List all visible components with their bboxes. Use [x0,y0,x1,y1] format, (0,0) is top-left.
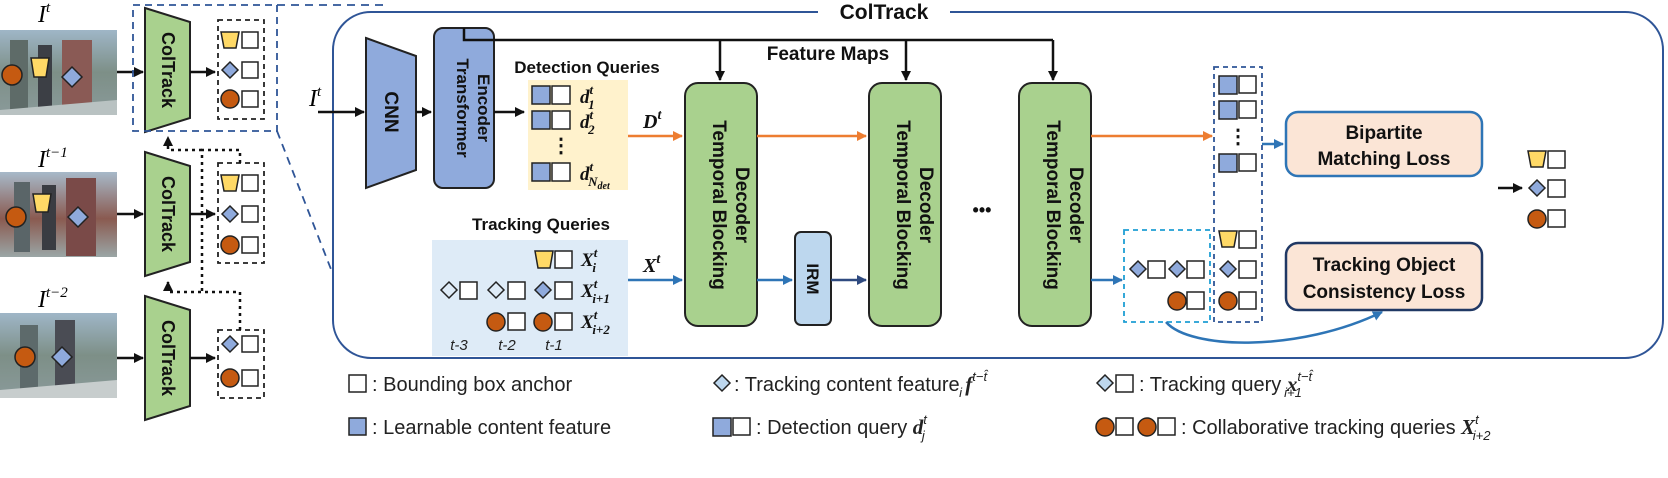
svg-text:: Detection query dtj: : Detection query dtj [756,412,928,443]
decoder-ellipsis: ••• [973,200,992,220]
cnn-block: CNN [365,36,417,190]
frame-image-t-2 [0,313,117,398]
svg-text:: Learnable content feature: : Learnable content feature [372,417,611,439]
zoom-highlight-box [132,4,278,132]
frame-image-t [0,30,117,115]
frame-label-t: It [37,0,51,28]
svg-text:Bipartite: Bipartite [1345,123,1422,144]
svg-text:: Bounding box anchor: : Bounding box anchor [372,374,572,396]
svg-text:Xti+2: Xti+2 [580,307,610,337]
frame-image-t-1 [0,172,117,257]
zoom-line-bottom [276,130,344,301]
output-queries-t-2 [217,329,265,399]
temporal-blocking-decoder-3: Temporal Blocking Decoder [1018,82,1092,327]
svg-text:Consistency Loss: Consistency Loss [1303,282,1466,303]
frame-label-t-1: It−1 [37,145,68,173]
X-label: Xt [642,252,661,277]
legend-tracking-content: : Tracking content feature ft−t̂i [712,369,989,400]
svg-text:: Tracking query xt−t̂i+1: : Tracking query xt−t̂i+1 [1139,369,1314,400]
svg-text:Tracking Object: Tracking Object [1313,255,1456,276]
feature-map-bus [462,28,1053,42]
svg-text:Temporal Blocking: Temporal Blocking [708,120,729,290]
main-title: ColTrack [840,1,929,24]
svg-text:dt1: dt1 [580,82,595,112]
temporal-blocking-decoder-2: Temporal Blocking Decoder [868,82,942,327]
tracking-queries-title: Tracking Queries [472,215,610,234]
bipartite-matching-loss-box: Bipartite Matching Loss [1284,110,1484,178]
feedback-t-1-up [200,148,242,292]
time-label-t-3: t-3 [450,337,468,354]
transformer-encoder-block: Transformer Encoder [433,27,495,189]
time-label-t-2: t-2 [498,337,516,354]
coltrack-module-t-2: ColTrack [144,294,191,422]
detection-queries-vdots: ⋮ [551,135,571,157]
svg-text:Xti+1: Xti+1 [580,276,610,306]
svg-text:: Tracking content feature ft−: : Tracking content feature ft−t̂i [734,369,989,400]
coltrack-module-t: ColTrack [144,6,191,134]
svg-text:CNN: CNN [380,91,401,132]
svg-text:Xti: Xti [580,245,598,275]
svg-text:dt2: dt2 [580,107,595,137]
svg-text:Temporal Blocking: Temporal Blocking [1042,120,1063,290]
svg-text:Matching Loss: Matching Loss [1317,149,1450,170]
svg-text:: Collaborative tracking queri: : Collaborative tracking queries Xti+2 [1181,412,1491,443]
svg-text:Decoder: Decoder [731,167,752,244]
svg-text:Temporal Blocking: Temporal Blocking [892,120,913,290]
final-output-queries [1527,150,1566,229]
svg-text:ColTrack: ColTrack [158,176,178,253]
tracking-output-group [1123,229,1211,323]
svg-text:ColTrack: ColTrack [158,320,178,397]
temporal-blocking-decoder-1: Temporal Blocking Decoder [684,82,758,327]
D-label: Dt [642,108,662,133]
output-queries-t-1 [217,162,265,264]
feedback-t-2-to-t-1 [163,281,242,330]
input-label: It [308,84,322,112]
curve-to-consistency-loss [1165,310,1383,344]
time-label-t-1: t-1 [545,337,563,354]
legend-tracking-query: : Tracking query xt−t̂i+1 [1095,369,1314,400]
output-queries-t [217,19,265,120]
irm-block: IRM [794,231,832,326]
feature-maps-label: Feature Maps [767,44,889,65]
svg-text:Encoder: Encoder [474,74,493,142]
output-vdots: ⋮ [1228,126,1248,148]
feedback-to-t [163,136,202,152]
frame-label-t-2: It−2 [37,285,68,313]
svg-text:IRM: IRM [803,263,822,294]
legend-bbox-anchor: : Bounding box anchor [348,374,572,396]
svg-text:Decoder: Decoder [915,167,936,244]
coltrack-module-t-1: ColTrack [144,150,191,278]
tracking-object-consistency-loss-box: Tracking Object Consistency Loss [1284,241,1484,312]
svg-text:ColTrack: ColTrack [158,32,178,109]
title-backdrop [818,0,950,24]
legend-learnable-content: : Learnable content feature [348,417,611,439]
svg-text:Transformer: Transformer [453,58,472,158]
svg-text:Decoder: Decoder [1065,167,1086,244]
detection-queries-title: Detection Queries [514,58,660,77]
combined-output-column: ⋮ [1213,66,1263,323]
